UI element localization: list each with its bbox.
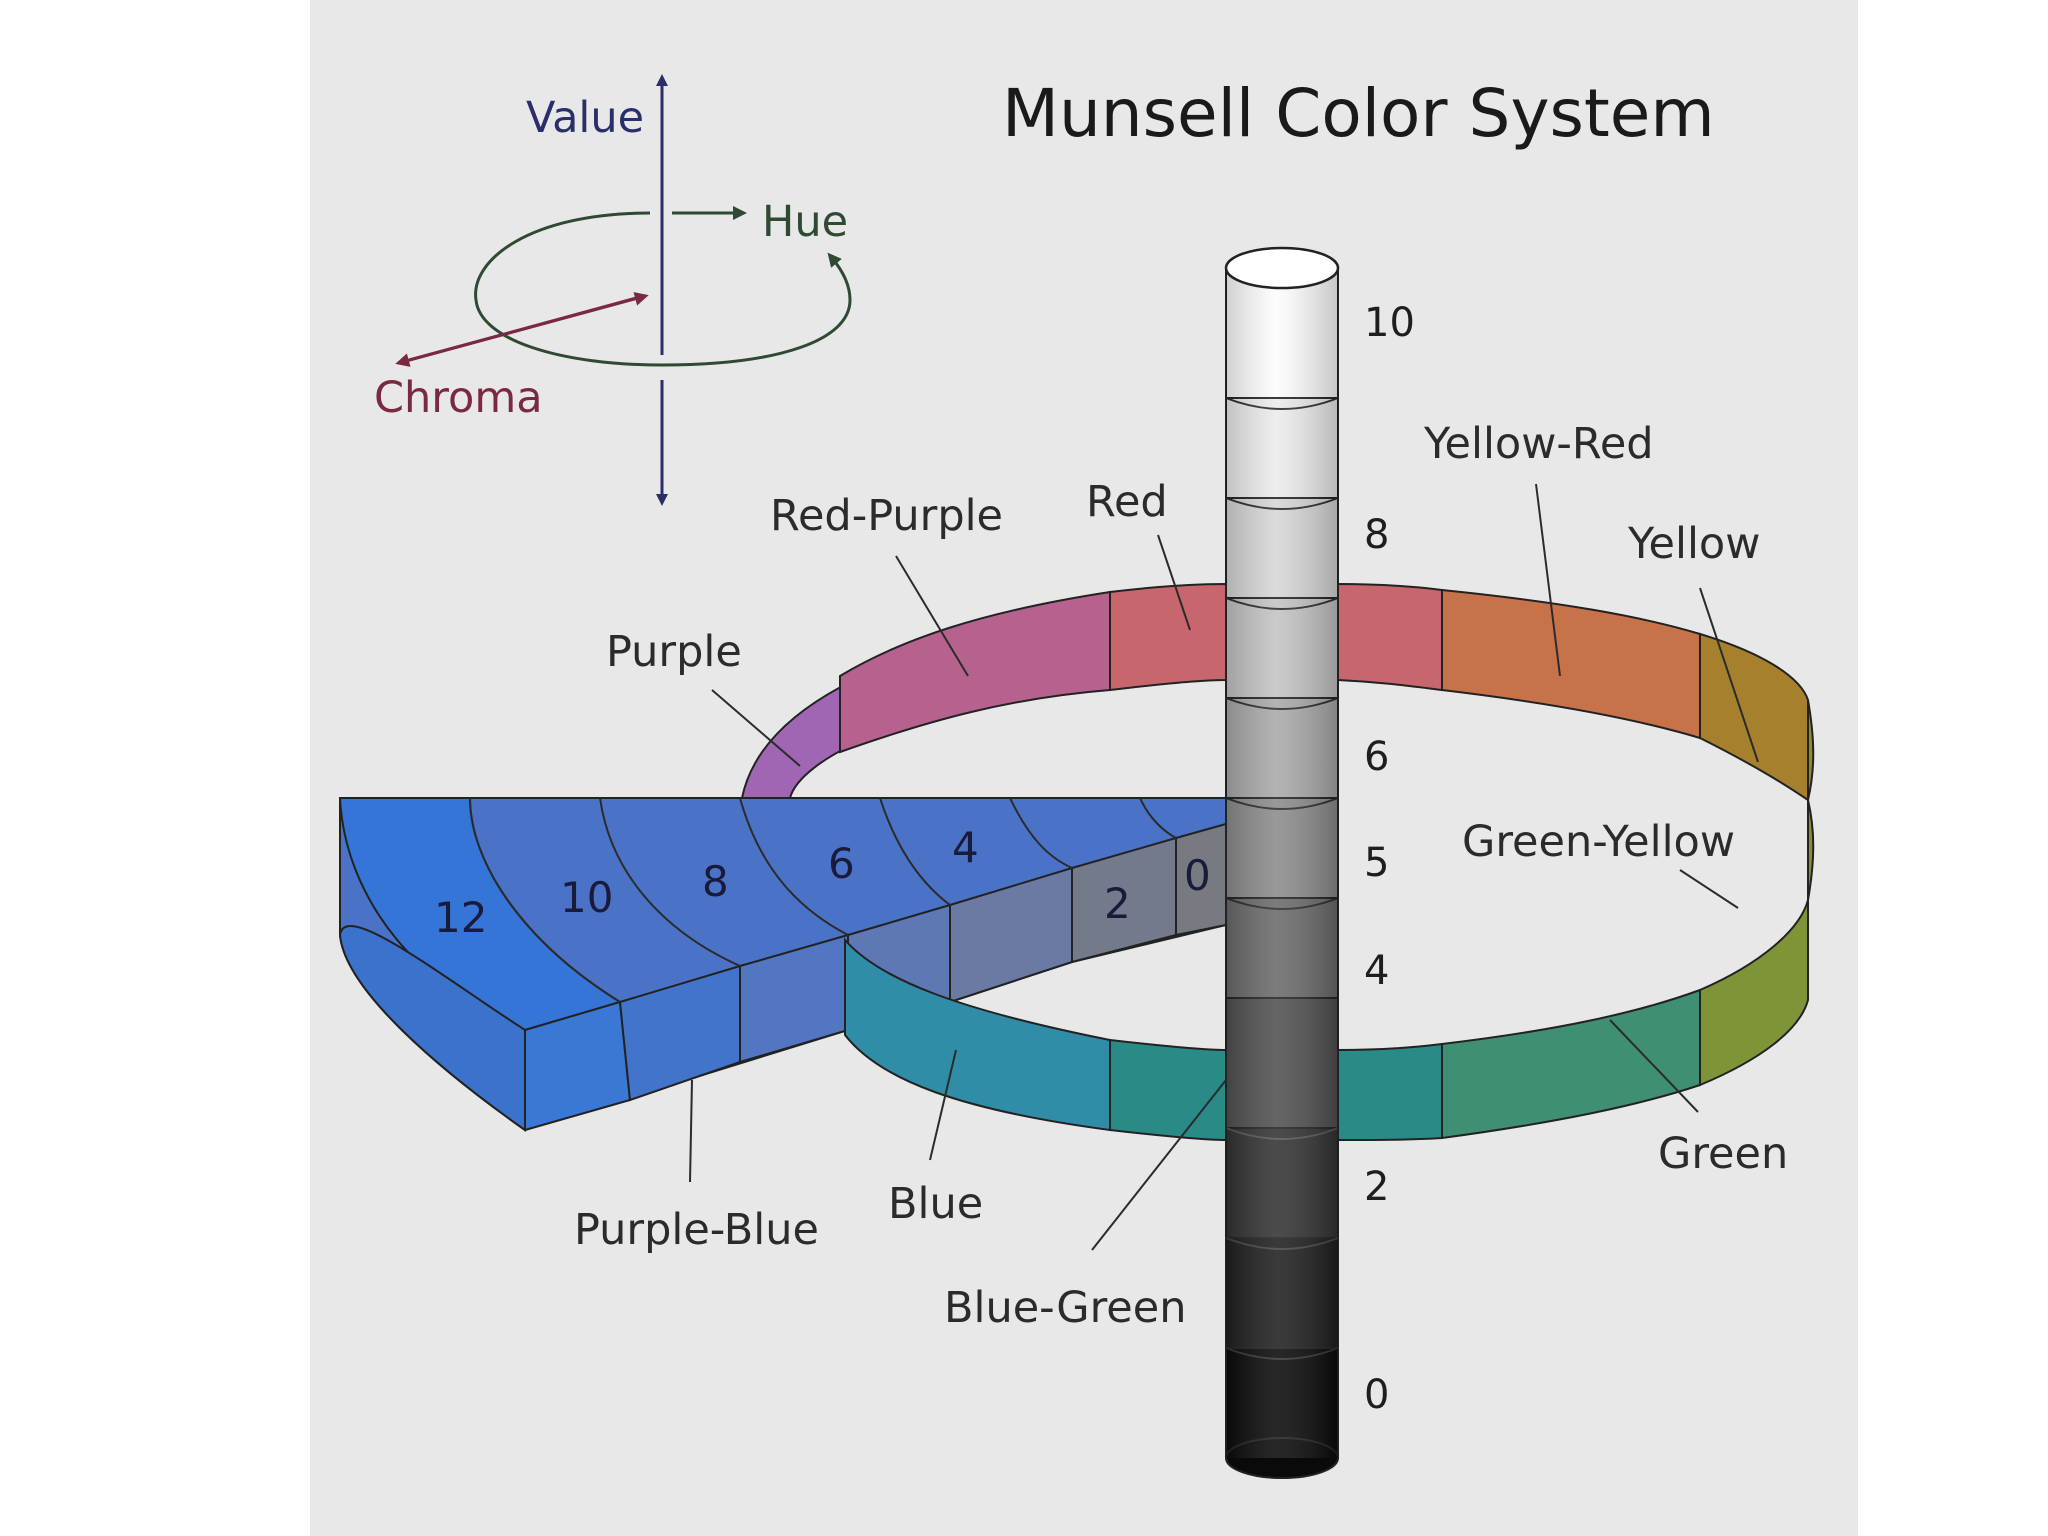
- value-axis-label: Value: [526, 93, 644, 143]
- value-tick: 6: [1364, 734, 1389, 780]
- hue-label-red: Red: [1086, 477, 1168, 527]
- hue-label-blue: Blue: [888, 1179, 983, 1229]
- axes-legend: Value Hue Chroma: [374, 74, 852, 506]
- value-tick: 10: [1364, 300, 1415, 346]
- chroma-tick: 8: [702, 857, 729, 906]
- hue-label-purple-blue: Purple-Blue: [574, 1205, 819, 1255]
- chroma-tick: 6: [828, 839, 855, 888]
- diagram-background: [310, 0, 1858, 1536]
- chroma-tick: 2: [1104, 879, 1131, 928]
- chroma-axis-label: Chroma: [374, 373, 543, 423]
- chroma-tick: 0: [1184, 851, 1211, 900]
- chroma-slab: [338, 797, 1227, 1132]
- hue-label-green-yellow: Green-Yellow: [1462, 817, 1735, 867]
- hue-label-red-purple: Red-Purple: [770, 491, 1003, 541]
- hue-label-purple: Purple: [606, 627, 742, 677]
- hue-leaders: [689, 483, 1759, 1251]
- value-tick: 0: [1364, 1372, 1389, 1418]
- hue-ring-back: [740, 582, 1815, 901]
- hue-label-yellow: Yellow: [1627, 519, 1760, 569]
- hue-label-green: Green: [1658, 1129, 1788, 1179]
- diagram-title: Munsell Color System: [1002, 75, 1715, 152]
- hue-ring-front: [844, 899, 1809, 1142]
- value-cylinder: [1224, 246, 1340, 1479]
- chroma-tick: 12: [434, 893, 487, 942]
- chroma-tick: 10: [560, 873, 613, 922]
- value-tick: 5: [1364, 840, 1389, 886]
- hue-label-blue-green: Blue-Green: [944, 1283, 1186, 1333]
- value-tick: 4: [1364, 948, 1389, 994]
- hue-axis-label: Hue: [762, 197, 848, 247]
- chroma-tick: 4: [952, 823, 979, 872]
- value-tick: 2: [1364, 1164, 1389, 1210]
- value-tick: 8: [1364, 512, 1389, 558]
- value-scale: 10 8 6 5 4 2 0: [1364, 300, 1415, 1418]
- chroma-scale: 12 10 8 6 4 2 0: [434, 823, 1211, 942]
- hue-labels: Red Yellow-Red Yellow Green-Yellow Green…: [574, 419, 1788, 1333]
- hue-label-yellow-red: Yellow-Red: [1423, 419, 1654, 469]
